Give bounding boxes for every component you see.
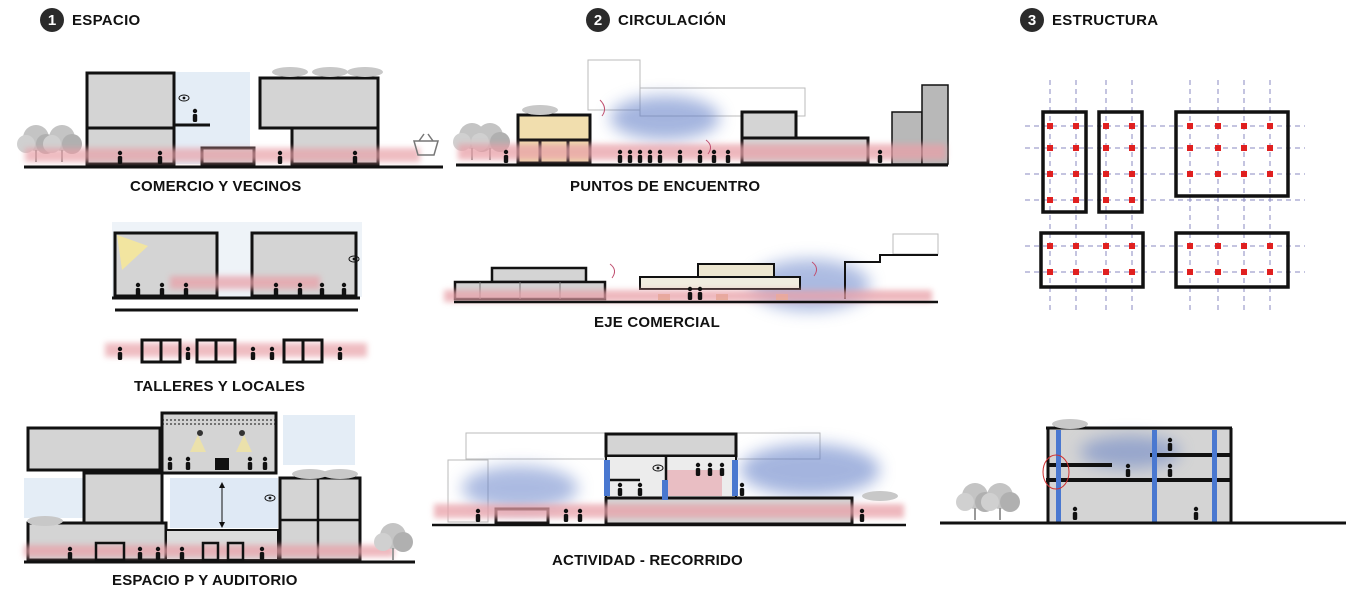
number-badge-icon: 1 <box>40 8 64 32</box>
header-circulacion: 2 CIRCULACIÓN <box>586 8 726 32</box>
caption-eje-comercial: EJE COMERCIAL <box>594 314 720 331</box>
section-eje-comercial <box>444 233 939 311</box>
section-comercio-vecinos <box>17 67 443 169</box>
section-talleres-locales <box>105 222 367 364</box>
section-puntos-encuentro <box>453 59 949 167</box>
number-badge-icon: 2 <box>586 8 610 32</box>
arrow-icon <box>609 261 818 279</box>
basket-icon <box>413 133 439 156</box>
tree-icon <box>956 483 1020 520</box>
structure-grid-plan <box>1025 80 1305 310</box>
arrow-icon <box>599 99 712 155</box>
eye-icon <box>348 255 360 263</box>
header-estructura: 3 ESTRUCTURA <box>1020 8 1158 32</box>
column-title: ESTRUCTURA <box>1052 11 1159 29</box>
column-title: CIRCULACIÓN <box>618 11 727 29</box>
structure-section <box>940 419 1346 525</box>
eye-icon <box>178 94 190 102</box>
caption-talleres-locales: TALLERES Y LOCALES <box>134 378 306 395</box>
caption-actividad-recorrido: ACTIVIDAD - RECORRIDO <box>552 552 743 569</box>
caption-puntos-encuentro: PUNTOS DE ENCUENTRO <box>570 178 761 195</box>
header-espacio: 1 ESPACIO <box>40 8 141 32</box>
eye-icon <box>264 494 276 502</box>
column-title: ESPACIO <box>72 11 141 29</box>
number-badge-icon: 3 <box>1020 8 1044 32</box>
section-actividad-recorrido <box>432 432 906 527</box>
eye-icon <box>652 464 664 472</box>
section-espacio-auditorio <box>24 411 415 564</box>
caption-comercio-vecinos: COMERCIO Y VECINOS <box>130 178 302 195</box>
lamp-icon <box>190 430 252 452</box>
caption-espacio-auditorio: ESPACIO P Y AUDITORIO <box>112 572 298 589</box>
